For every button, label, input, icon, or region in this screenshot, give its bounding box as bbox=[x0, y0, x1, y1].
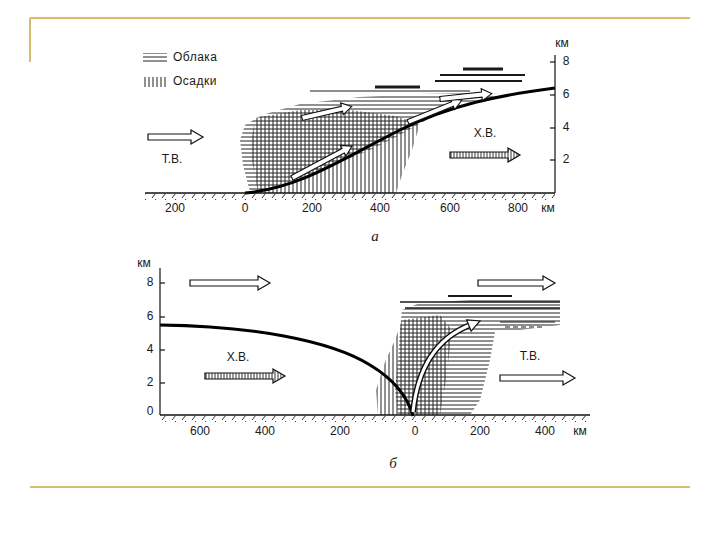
axis-tick: 200 bbox=[469, 425, 491, 439]
air-mass-label: Х.В. bbox=[473, 127, 498, 141]
panel-letter: а bbox=[370, 228, 380, 245]
axis-unit: км bbox=[572, 425, 588, 439]
axis-unit: км bbox=[554, 37, 570, 51]
axis-tick: 8 bbox=[562, 55, 571, 69]
air-flow-arrow bbox=[500, 371, 575, 385]
axis-tick: 400 bbox=[369, 202, 391, 216]
axis-tick: 200 bbox=[329, 425, 351, 439]
panel-letter: б bbox=[388, 455, 398, 472]
axis-tick: 0 bbox=[146, 405, 155, 419]
ground-line bbox=[160, 414, 590, 416]
front-surface bbox=[245, 88, 555, 193]
air-flow-arrow bbox=[450, 148, 520, 162]
axis-tick: 2 bbox=[146, 376, 155, 390]
axis-tick: 0 bbox=[241, 202, 250, 216]
cloud-area bbox=[395, 300, 560, 415]
front-surface bbox=[160, 325, 413, 416]
axis-unit: км bbox=[136, 257, 152, 271]
ground-hatch bbox=[145, 194, 555, 200]
cloud-area bbox=[240, 93, 500, 192]
stratus-lines bbox=[310, 69, 525, 91]
slide-frame bbox=[30, 18, 690, 487]
air-flow-arrow bbox=[148, 130, 203, 144]
legend-sample bbox=[143, 77, 167, 87]
legend-text: Осадки bbox=[172, 75, 218, 89]
axis-tick: 0 bbox=[411, 425, 420, 439]
anvil-lines bbox=[400, 296, 560, 327]
air-mass-label: Т.В. bbox=[519, 350, 542, 364]
axis-tick: 200 bbox=[301, 202, 323, 216]
ground-hatch bbox=[160, 416, 590, 422]
cold-front-section bbox=[160, 268, 590, 422]
legend-sample bbox=[143, 53, 167, 63]
height-axis bbox=[160, 268, 165, 415]
axis-tick: 400 bbox=[254, 425, 276, 439]
ground-line bbox=[145, 192, 555, 194]
legend-text: Облака bbox=[172, 51, 219, 65]
axis-tick: 400 bbox=[534, 425, 556, 439]
air-flow-arrow bbox=[190, 276, 270, 290]
axis-tick: 4 bbox=[562, 121, 571, 135]
height-axis bbox=[550, 55, 555, 193]
axis-tick: 4 bbox=[146, 343, 155, 357]
upglide-arrows bbox=[289, 88, 492, 184]
axis-tick: 200 bbox=[164, 202, 186, 216]
updraft-arrow bbox=[413, 315, 482, 412]
axis-tick: 8 bbox=[146, 276, 155, 290]
axis-unit: км bbox=[540, 202, 556, 216]
axis-tick: 6 bbox=[146, 310, 155, 324]
axis-tick: 600 bbox=[189, 425, 211, 439]
warm-front-section bbox=[145, 55, 555, 200]
axis-tick: 2 bbox=[562, 153, 571, 167]
air-mass-label: Х.В. bbox=[226, 351, 251, 365]
air-mass-label: Т.В. bbox=[161, 153, 184, 167]
air-flow-arrow bbox=[478, 276, 555, 290]
axis-tick: 6 bbox=[562, 88, 571, 102]
axis-tick: 600 bbox=[439, 202, 461, 216]
air-flow-arrow bbox=[205, 369, 285, 383]
axis-tick: 800 bbox=[507, 202, 529, 216]
